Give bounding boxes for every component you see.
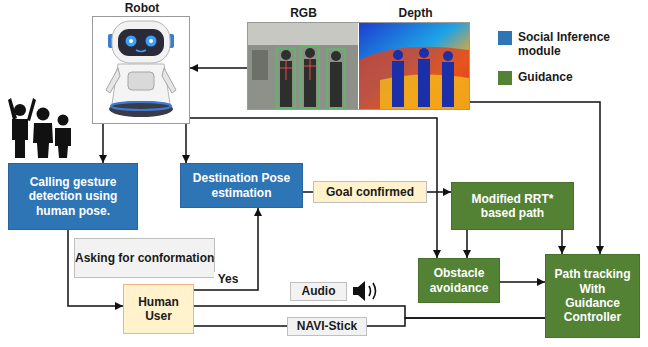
detection-boxes: [277, 46, 345, 108]
legend-entry: Social Inference module: [498, 30, 630, 59]
robot-base-ring: [111, 102, 171, 110]
connector-arrow: [561, 230, 563, 254]
rgb-door: [252, 50, 268, 80]
speaker-icon: [353, 281, 376, 301]
rgb-background: [248, 23, 358, 109]
pose-skeleton: [280, 58, 316, 80]
depth-background: [359, 23, 469, 109]
legend-label: Social Inference module: [518, 30, 630, 59]
person-head: [58, 115, 69, 126]
process-box: Human User: [123, 284, 194, 334]
person-raised-arm: [27, 98, 36, 121]
image-box: Robot: [92, 16, 190, 124]
image-heading: Depth: [360, 6, 471, 20]
robot-head: [112, 21, 170, 63]
edge-label: Goal confirmed: [313, 181, 427, 203]
depth-person: [443, 51, 453, 61]
person-body: [33, 123, 53, 158]
depth-person: [392, 61, 404, 107]
edge-label: Yes: [214, 272, 242, 287]
depth-person: [418, 59, 430, 107]
text-holder: Calling gesture detection using human po…: [14, 175, 132, 218]
legend-label: Guidance: [518, 70, 630, 84]
process-box: Modified RRT* based path: [451, 182, 574, 230]
process-box: Path tracking With Guidance Controller: [545, 254, 640, 338]
robot-face: [118, 29, 164, 56]
box-label: Calling gesture detection using human po…: [14, 175, 132, 218]
connector-arrow: [470, 102, 600, 254]
depth-people: [392, 48, 454, 107]
robot-ground: [93, 17, 189, 123]
person-raised-arm: [8, 98, 17, 120]
image-box: RGBDepth: [247, 22, 470, 110]
text-holder: Human User: [129, 295, 188, 324]
text-holder: Path tracking With Guidance Controller: [551, 267, 634, 325]
depth-person: [442, 62, 454, 107]
process-box: Destination Pose estimation: [180, 163, 303, 208]
robot-illustration: [93, 17, 189, 123]
box-label: Modified RRT* based path: [457, 192, 568, 221]
sound-wave: [369, 286, 371, 296]
robot-arm: [162, 68, 176, 93]
image-heading: RGB: [248, 6, 359, 20]
text-holder: Modified RRT* based path: [457, 192, 568, 221]
connector-arrow: [190, 67, 247, 69]
rgb-person: [305, 48, 315, 58]
people-icon: [8, 98, 71, 158]
rgb-ceiling: [248, 23, 358, 45]
person-body: [55, 128, 71, 158]
speaker-body: [353, 281, 365, 301]
image-heading: Robot: [93, 1, 191, 15]
robot-eye-glint: [129, 39, 133, 43]
robot-chest: [128, 72, 154, 90]
person-head: [37, 108, 50, 121]
robot-base: [109, 101, 173, 117]
legend-swatch: [498, 71, 512, 85]
process-box: Calling gesture detection using human po…: [8, 163, 138, 230]
legend-swatch: [498, 31, 512, 45]
detection-box: [327, 49, 345, 108]
rgb-image: [248, 23, 358, 109]
box-label: Human User: [129, 295, 188, 324]
robot-mouth: [136, 50, 146, 52]
depth-image: [359, 23, 469, 109]
connector-arrow: [466, 230, 468, 258]
process-box: Obstacle avoidance: [418, 258, 500, 303]
text-holder: Obstacle avoidance: [424, 266, 494, 295]
rgb-person: [281, 50, 291, 60]
rgb-person: [331, 51, 341, 61]
rgb-people: [280, 48, 342, 107]
robot-body: [112, 64, 170, 104]
connector-arrow: [102, 124, 104, 163]
sound-wave: [373, 283, 376, 299]
rgb-person: [330, 62, 342, 107]
robot-arm: [106, 68, 120, 93]
text-holder: Destination Pose estimation: [186, 171, 297, 200]
legend-entry: Guidance: [498, 70, 630, 85]
depth-person: [393, 50, 403, 60]
depth-near-region: [359, 47, 469, 109]
connector-arrow: [500, 281, 545, 283]
connector-arrow: [185, 124, 187, 163]
depth-person: [419, 48, 429, 58]
robot-eye-glint: [149, 39, 153, 43]
edge-label: Asking for conformation: [74, 238, 215, 278]
edge-label: Audio: [290, 282, 347, 301]
box-label: Destination Pose estimation: [186, 171, 297, 200]
robot-eye: [126, 36, 137, 47]
box-label: Obstacle avoidance: [424, 266, 494, 295]
robot-eye: [146, 36, 157, 47]
edge-label: NAVI-Stick: [287, 317, 367, 336]
box-label: Path tracking With Guidance Controller: [551, 267, 634, 325]
person-body: [12, 119, 28, 158]
